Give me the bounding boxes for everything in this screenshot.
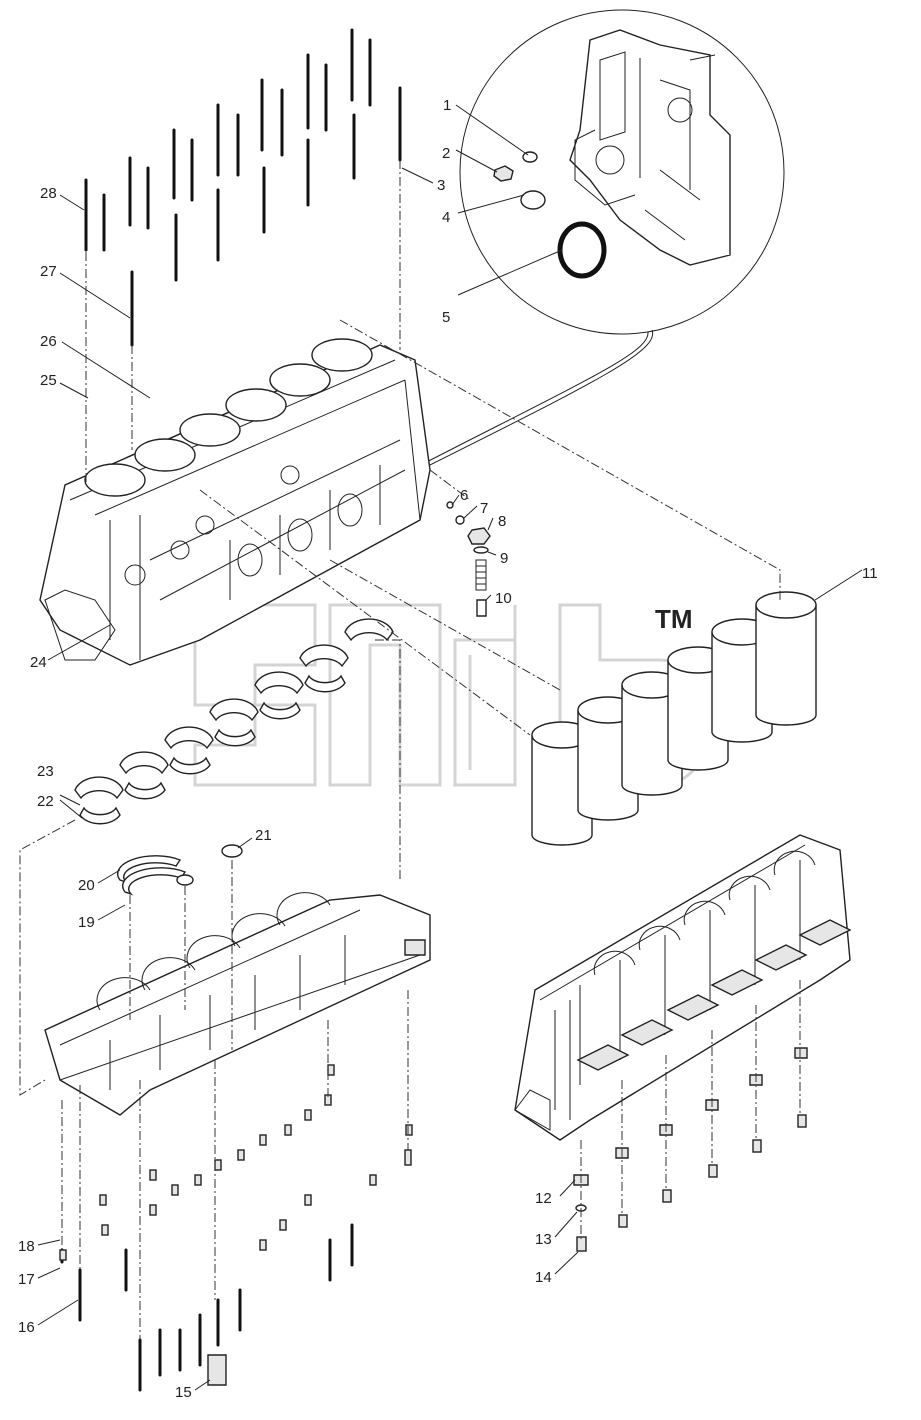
assembly-lines [19, 160, 801, 1340]
callout-5: 5 [442, 309, 450, 326]
callout-24: 24 [30, 654, 47, 671]
callout-9: 9 [500, 550, 508, 567]
callout-17: 17 [18, 1271, 35, 1288]
thrust-washers [117, 844, 243, 896]
main-bearing-shells [74, 618, 394, 825]
engine-block-underside [514, 834, 852, 1141]
leader-lines [37, 104, 863, 1391]
callout-26: 26 [40, 333, 57, 350]
callout-3: 3 [437, 177, 445, 194]
callout-6: 6 [460, 487, 468, 504]
callout-23: 23 [37, 763, 54, 780]
cylinder-bores [84, 338, 373, 497]
cylinder-head-bolts [84, 28, 402, 347]
callout-18: 18 [18, 1238, 35, 1255]
callout-21: 21 [255, 827, 272, 844]
callout-16: 16 [18, 1319, 35, 1336]
callout-12: 12 [535, 1190, 552, 1207]
callout-22: 22 [37, 793, 54, 810]
callout-25: 25 [40, 372, 57, 389]
callout-10: 10 [495, 590, 512, 607]
engine-block-upper [39, 338, 431, 666]
callout-28: 28 [40, 185, 57, 202]
detail-inset [414, 9, 785, 471]
callout-19: 19 [78, 914, 95, 931]
bedplate-bolts [60, 1223, 354, 1392]
callout-11: 11 [862, 565, 878, 582]
callout-labels: 1 2 3 4 5 6 7 8 9 10 11 12 13 14 15 16 1… [18, 97, 878, 1401]
callout-4: 4 [442, 209, 450, 226]
callout-15: 15 [175, 1384, 192, 1401]
callout-8: 8 [498, 513, 506, 530]
callout-14: 14 [535, 1269, 552, 1286]
scattered-fasteners [59, 1064, 413, 1261]
callout-1: 1 [443, 97, 451, 114]
watermark-tm: TM [655, 604, 693, 634]
callout-20: 20 [78, 877, 95, 894]
callout-2: 2 [442, 145, 450, 162]
callout-7: 7 [480, 500, 488, 517]
callout-13: 13 [535, 1231, 552, 1248]
small-parts-right [446, 501, 491, 617]
bedplate-lower [44, 892, 431, 1116]
cylinder-liners [531, 591, 817, 846]
callout-27: 27 [40, 263, 57, 280]
